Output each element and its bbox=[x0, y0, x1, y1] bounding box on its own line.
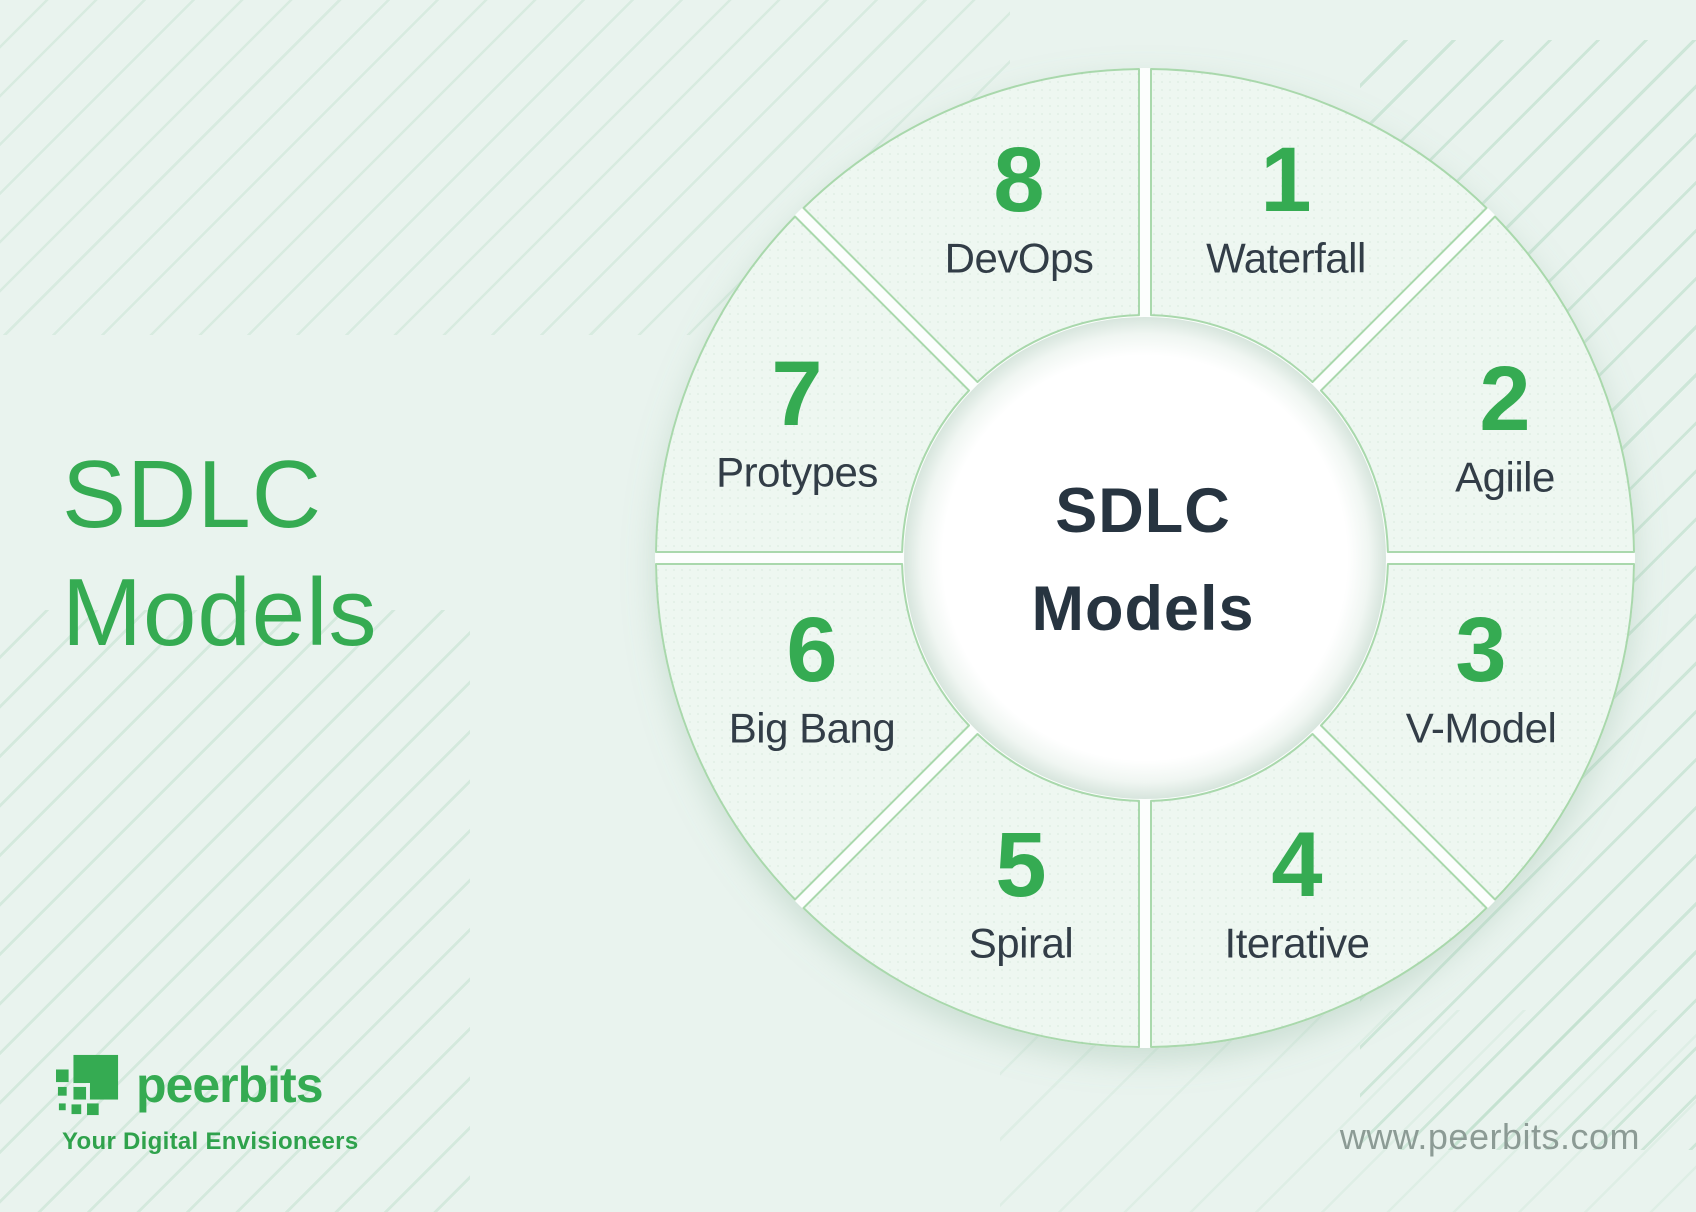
segment-big-bang-texture bbox=[656, 564, 969, 900]
brand-tagline: Your Digital Envisioneers bbox=[62, 1128, 359, 1155]
segment-4-number: 4 bbox=[1271, 814, 1322, 916]
segment-waterfall-texture bbox=[1151, 69, 1487, 382]
page-title-line2: Models bbox=[62, 559, 378, 666]
segment-2-label: Agiile bbox=[1455, 454, 1555, 501]
segment-8-label: DevOps bbox=[945, 235, 1094, 282]
segment-6-number: 6 bbox=[786, 599, 837, 701]
segment-6-label: Big Bang bbox=[729, 705, 895, 752]
wheel-center-title-line2: Models bbox=[1031, 574, 1254, 644]
segment-2-number: 2 bbox=[1479, 348, 1530, 450]
segment-devops-texture bbox=[803, 69, 1139, 382]
wheel-center-circle bbox=[904, 317, 1386, 799]
segment-5-label: Spiral bbox=[969, 920, 1073, 967]
segment-iterative-texture bbox=[1151, 734, 1487, 1047]
segment-1-number: 1 bbox=[1260, 129, 1311, 231]
segment-3-number: 3 bbox=[1455, 599, 1506, 701]
segment-8-number: 8 bbox=[993, 129, 1044, 231]
segment-agiile-texture bbox=[1321, 216, 1634, 552]
segment-spiral-texture bbox=[803, 734, 1139, 1047]
segment-3-label: V-Model bbox=[1406, 705, 1557, 752]
peerbits-logo-mark-icon bbox=[56, 1054, 119, 1116]
segment-5-number: 5 bbox=[995, 814, 1046, 916]
segment-7-label: Protypes bbox=[716, 449, 878, 496]
page-title-line1: SDLC bbox=[62, 441, 323, 548]
segment-4-label: Iterative bbox=[1225, 920, 1370, 967]
wheel-center-title-line1: SDLC bbox=[1055, 476, 1231, 546]
segment-protypes-texture bbox=[656, 216, 969, 552]
segment-v-model-texture bbox=[1321, 564, 1634, 900]
website-url: www.peerbits.com bbox=[1339, 1116, 1640, 1157]
brand-logo: peerbits Your Digital Envisioneers bbox=[56, 1054, 358, 1156]
page-title: SDLC Models bbox=[62, 436, 377, 672]
segment-7-number: 7 bbox=[771, 343, 822, 445]
segment-1-label: Waterfall bbox=[1206, 235, 1366, 282]
peerbits-wordmark: peerbits bbox=[136, 1057, 324, 1113]
